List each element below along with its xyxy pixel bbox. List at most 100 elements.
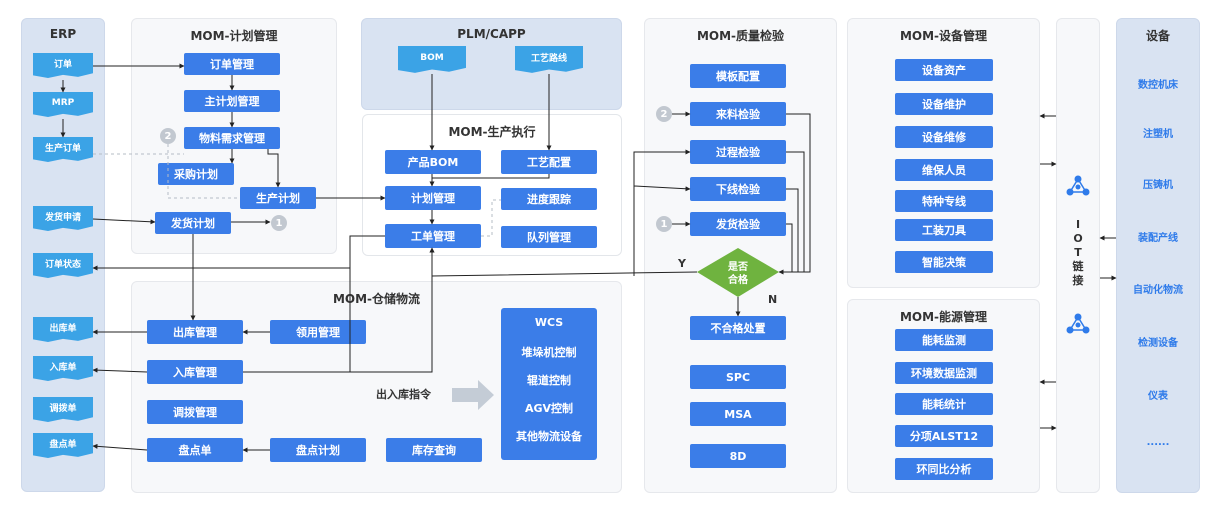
erp-doc-production-order[interactable]: 生产订单 <box>33 137 93 162</box>
energy-title: MOM-能源管理 <box>899 310 988 324</box>
plm-doc-route[interactable]: 工艺路线 <box>515 46 583 73</box>
instruction-label: 出入库指令 <box>376 388 431 401</box>
device-logistics[interactable]: 自动化物流 <box>1133 285 1183 296</box>
iot-char-t: T <box>1074 246 1082 259</box>
plan-title: MOM-计划管理 <box>190 29 278 43</box>
erp-doc-inbound[interactable]: 入库单 <box>33 356 93 381</box>
progress-box[interactable]: 进度跟踪 <box>501 188 597 210</box>
energy-alst-box[interactable]: 分项ALST12 <box>895 425 993 447</box>
equip-asset-box[interactable]: 设备资产 <box>895 59 993 81</box>
dash-marker-production <box>167 144 240 199</box>
iot-network-icon-bottom <box>1066 313 1090 334</box>
arrow-material-production <box>267 149 281 188</box>
equip-maintain-box[interactable]: 设备维护 <box>895 93 993 115</box>
erp-title: ERP <box>49 27 77 41</box>
quality-marker-1: 1 <box>656 216 672 232</box>
arrow-shipreq-to-shipplan <box>92 218 156 225</box>
erp-doc-order-status[interactable]: 订单状态 <box>33 253 93 278</box>
erp-doc-transfer[interactable]: 调拨单 <box>33 397 93 422</box>
plan-mgmt-box[interactable]: 计划管理 <box>385 186 481 210</box>
energy-monitor-box[interactable]: 能耗监测 <box>895 329 993 351</box>
line-process-decision <box>786 151 805 272</box>
stock-query-box[interactable]: 库存查询 <box>386 438 482 462</box>
transfer-box[interactable]: 调拨管理 <box>147 400 243 424</box>
process-inspection-box[interactable]: 过程检验 <box>690 140 786 164</box>
8d-box[interactable]: 8D <box>690 444 786 468</box>
iot-network-icon-top <box>1066 175 1090 196</box>
msa-box[interactable]: MSA <box>690 402 786 426</box>
purchase-plan-box[interactable]: 采购计划 <box>158 163 234 185</box>
erp-doc-mrp[interactable]: MRP <box>33 92 93 117</box>
incoming-inspection-box[interactable]: 来料检验 <box>690 102 786 126</box>
wms-item-stacker: 堆垛机控制 <box>521 346 577 359</box>
step-marker-1: 1 <box>271 215 287 231</box>
decision-no-label: N <box>768 293 777 306</box>
wms-box[interactable]: WCS 堆垛机控制 辊道控制 AGV控制 其他物流设备 <box>501 308 597 460</box>
device-meter[interactable]: 仪表 <box>1148 391 1168 402</box>
order-mgmt-box[interactable]: 订单管理 <box>184 53 280 75</box>
wms-item-wcs: WCS <box>534 316 564 329</box>
erp-doc-order[interactable]: 订单 <box>33 53 93 78</box>
exec-title: MOM-生产执行 <box>448 125 536 139</box>
energy-yoy-box[interactable]: 环同比分析 <box>895 458 993 480</box>
arrow-to-offline-inspection <box>633 185 691 192</box>
warehouse-title: MOM-仓储物流 <box>332 292 421 306</box>
erp-doc-inventory[interactable]: 盘点单 <box>33 433 93 458</box>
plm-doc-bom[interactable]: BOM <box>398 46 466 73</box>
material-req-box[interactable]: 物料需求管理 <box>184 127 280 149</box>
outbound-box[interactable]: 出库管理 <box>147 320 243 344</box>
spc-box[interactable]: SPC <box>690 365 786 389</box>
shipping-inspection-box[interactable]: 发货检验 <box>690 212 786 236</box>
line-shipping-decision <box>786 223 793 272</box>
devices-panel: 设备 <box>1116 18 1200 493</box>
erp-doc-shipping-request[interactable]: 发货申请 <box>33 206 93 231</box>
equipment-title: MOM-设备管理 <box>899 29 988 43</box>
iot-char-o: O <box>1073 232 1083 245</box>
equip-repair-box[interactable]: 设备维修 <box>895 126 993 148</box>
wms-item-roller: 辊道控制 <box>527 374 571 387</box>
equip-tooling-box[interactable]: 工装刀具 <box>895 219 993 241</box>
wms-item-agv: AGV控制 <box>524 402 574 415</box>
inventory-sheet-box[interactable]: 盘点单 <box>147 438 243 462</box>
dash-workorder-progress <box>481 199 501 237</box>
instruction-arrow <box>452 380 494 410</box>
device-assembly[interactable]: 装配产线 <box>1138 233 1178 244</box>
inbound-box[interactable]: 入库管理 <box>147 360 243 384</box>
plm-title: PLM/CAPP <box>457 27 526 41</box>
shipping-plan-box[interactable]: 发货计划 <box>155 212 231 234</box>
erp-doc-outbound[interactable]: 出库单 <box>33 317 93 342</box>
production-plan-box[interactable]: 生产计划 <box>240 187 316 209</box>
equip-special-line-box[interactable]: 特种专线 <box>895 190 993 212</box>
energy-stats-box[interactable]: 能耗统计 <box>895 393 993 415</box>
decision-text-1: 是否 <box>727 261 748 273</box>
arrow-inbound-workorder <box>243 247 435 373</box>
inventory-plan-box[interactable]: 盘点计划 <box>270 438 366 462</box>
device-more[interactable]: ...... <box>1146 437 1170 448</box>
decision-diamond <box>697 248 779 297</box>
template-config-box[interactable]: 模板配置 <box>690 64 786 88</box>
product-bom-box[interactable]: 产品BOM <box>385 150 481 174</box>
device-testing[interactable]: 检测设备 <box>1138 338 1178 349</box>
decision-yes-label: Y <box>677 257 687 270</box>
wms-item-other: 其他物流设备 <box>516 430 582 443</box>
work-order-box[interactable]: 工单管理 <box>385 224 481 248</box>
arrow-decision-yes <box>429 247 698 277</box>
arrow-to-process-inspection <box>633 149 691 276</box>
arrow-inbound-erp <box>92 367 148 373</box>
env-monitor-box[interactable]: 环境数据监测 <box>895 362 993 384</box>
process-config-box[interactable]: 工艺配置 <box>501 150 597 174</box>
queue-box[interactable]: 队列管理 <box>501 226 597 248</box>
quality-title: MOM-质量检验 <box>696 29 785 43</box>
device-cnc[interactable]: 数控机床 <box>1138 80 1178 91</box>
line-processconfig-join <box>432 174 550 179</box>
equip-staff-box[interactable]: 维保人员 <box>895 159 993 181</box>
arrow-workorder-orderstatus <box>92 235 385 271</box>
device-injection[interactable]: 注塑机 <box>1143 129 1173 140</box>
offline-inspection-box[interactable]: 下线检验 <box>690 177 786 201</box>
master-plan-box[interactable]: 主计划管理 <box>184 90 280 112</box>
device-diecast[interactable]: 压铸机 <box>1143 180 1173 191</box>
iot-char-lian: 链 <box>1072 260 1084 273</box>
nonconform-box[interactable]: 不合格处置 <box>690 316 786 340</box>
equip-decision-box[interactable]: 智能决策 <box>895 251 993 273</box>
